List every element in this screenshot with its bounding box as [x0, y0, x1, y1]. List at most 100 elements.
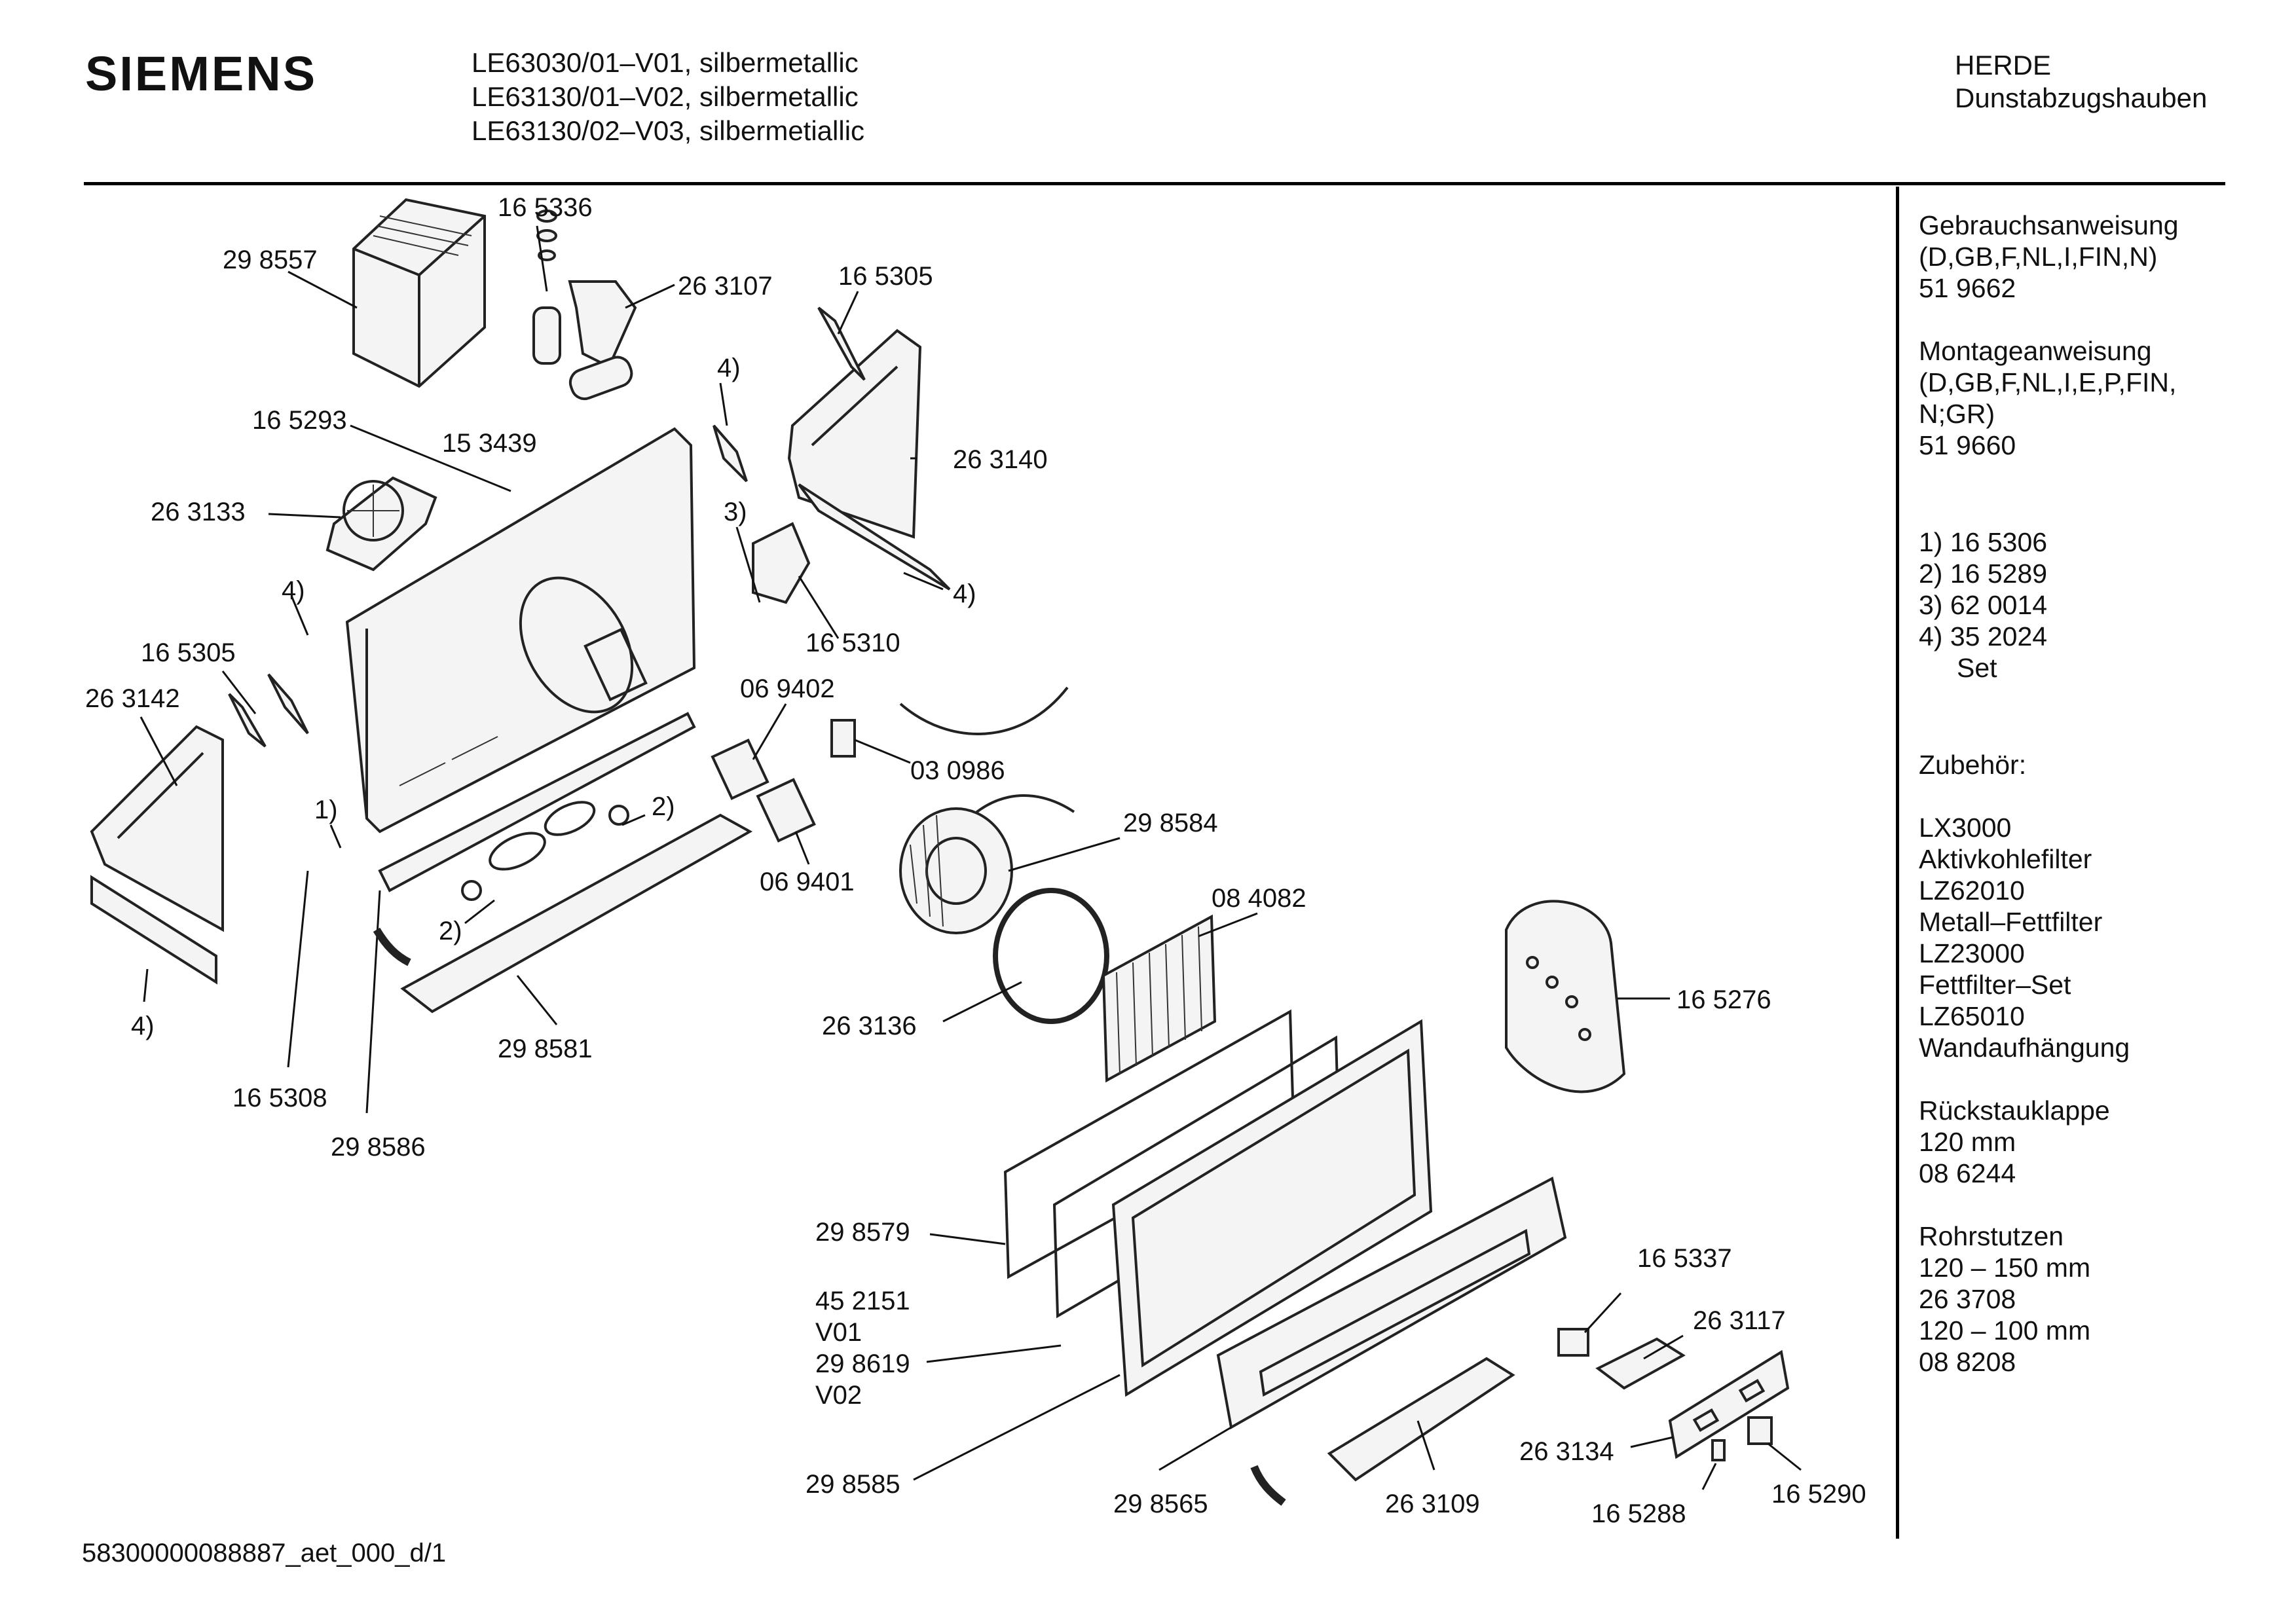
flap-title: Rückstauklappe	[1919, 1095, 2110, 1126]
sensor-part	[1557, 1328, 1589, 1357]
part-label: 29 8584	[1123, 809, 1218, 837]
accessory-item: LX3000	[1919, 813, 2012, 843]
part-labels: 29 8557 16 5336 26 3107 16 5305 16 5293 …	[85, 193, 1866, 1528]
mount-number: 51 9660	[1919, 430, 2016, 460]
part-label: 2)	[439, 917, 462, 945]
lamp-cover-tray-part	[400, 813, 753, 1014]
accessory-item: LZ62010	[1919, 875, 2025, 906]
accessories-title: Zubehör:	[1919, 750, 2027, 780]
part-label: 29 8557	[223, 246, 318, 274]
side-trim-left	[90, 875, 217, 985]
category-main: HERDE	[1955, 50, 2052, 81]
part-label: 06 9401	[760, 868, 855, 896]
grille-part	[1102, 914, 1217, 1083]
leader-lines	[139, 225, 1802, 1490]
side-arm-right	[787, 329, 922, 539]
part-label: 16 5308	[232, 1084, 327, 1112]
mount-languages: (D,GB,F,NL,I,E,P,FIN,	[1919, 367, 2177, 397]
accessories-block: Zubehör: LX3000 Aktivkohlefilter LZ62010…	[1919, 749, 2272, 1063]
model-line: LE63130/02–V03, silbermetiallic	[472, 115, 865, 146]
part-label: 16 5336	[498, 193, 593, 222]
part-label: 4)	[953, 579, 976, 608]
part-label: 4)	[131, 1012, 155, 1040]
model-list: LE63030/01–V01, silbermetallic LE63130/0…	[472, 46, 864, 148]
side-clip-left	[267, 673, 309, 735]
cylinder-part	[568, 356, 633, 401]
manual-number: 51 9662	[1919, 273, 2016, 303]
mounting-block: Montageanweisung (D,GB,F,NL,I,E,P,FIN, N…	[1919, 335, 2272, 461]
header-divider	[84, 182, 2225, 185]
flap-number: 08 6244	[1919, 1158, 2016, 1188]
motor-housing-part	[352, 198, 486, 388]
switch-board-part	[1595, 1337, 1686, 1390]
part-label: 4)	[282, 576, 305, 605]
side-arm-left	[90, 725, 224, 932]
arrow-icon	[373, 927, 411, 966]
reference-set: Set	[1957, 653, 1997, 683]
part-label: 45 2151	[815, 1287, 910, 1315]
clip-part	[713, 424, 748, 483]
pipe-block: Rohrstutzen 120 – 150 mm 26 3708 120 – 1…	[1919, 1220, 2272, 1378]
power-cable-part	[899, 686, 1069, 735]
model-line: LE63130/01–V02, silbermetallic	[472, 81, 859, 112]
part-label: 26 3140	[953, 445, 1048, 474]
exploded-parts-diagram: 29 8557 16 5336 26 3107 16 5305 16 5293 …	[85, 193, 1866, 1528]
pipe-size: 120 – 100 mm	[1919, 1315, 2091, 1346]
pipe-number: 26 3708	[1919, 1284, 2016, 1314]
circuit-board-part	[711, 738, 769, 801]
accessory-item: LZ23000	[1919, 938, 2025, 968]
button-part	[1711, 1439, 1726, 1461]
part-label: 16 5305	[141, 638, 236, 667]
grease-filter-part	[1111, 1019, 1433, 1397]
main-frame-part	[345, 427, 696, 833]
model-line: LE63030/01–V01, silbermetallic	[472, 47, 859, 78]
bracket-part	[568, 280, 637, 369]
switch-part	[1747, 1416, 1773, 1445]
reference-item: 3) 62 0014	[1919, 590, 2048, 620]
accessory-item: Aktivkohlefilter	[1919, 844, 2092, 874]
arrow-icon	[1250, 1465, 1286, 1506]
reference-block: 1) 16 5306 2) 16 5289 3) 62 0014 4) 35 2…	[1919, 526, 2272, 684]
mount-title: Montageanweisung	[1919, 336, 2152, 366]
part-label: V02	[815, 1381, 862, 1410]
accessory-item: Metall–Fettfilter	[1919, 907, 2103, 937]
transformer-part	[756, 778, 816, 843]
part-label: 16 5290	[1771, 1480, 1866, 1509]
reference-item: 2) 16 5289	[1919, 559, 2048, 589]
wall-mount-part	[1505, 900, 1626, 1093]
front-panel-part	[1216, 1177, 1567, 1430]
side-trim-right	[798, 483, 951, 591]
blower-wheel-part	[899, 807, 1013, 934]
document-id: 58300000088887_aet_000_d/1	[82, 1539, 447, 1567]
handle-part	[1327, 1357, 1515, 1482]
part-label: 26 3107	[678, 272, 773, 301]
part-label: 29 8579	[815, 1218, 910, 1247]
brand-logo: SIEMENS	[85, 46, 318, 101]
part-label: 08 4082	[1212, 884, 1306, 913]
fan-part	[325, 476, 437, 572]
lamp-rail-part	[378, 712, 696, 901]
reference-item: 4) 35 2024	[1919, 621, 2048, 651]
part-label: 3)	[724, 498, 747, 526]
flap-size: 120 mm	[1919, 1127, 2016, 1157]
side-clip-left-small	[228, 693, 267, 748]
accessory-item: Wandaufhängung	[1919, 1033, 2130, 1063]
sidebar-divider	[1896, 187, 1899, 1539]
part-label: 03 0986	[910, 756, 1005, 785]
part-label: 29 8581	[498, 1035, 593, 1063]
manual-block: Gebrauchsanweisung (D,GB,F,NL,I,FIN,N) 5…	[1919, 210, 2272, 304]
side-trim-right-small	[817, 306, 866, 381]
part-label: 29 8585	[805, 1470, 900, 1499]
category: HERDE Dunstabzugshauben	[1955, 49, 2207, 115]
part-label: 26 3109	[1385, 1490, 1480, 1518]
part-label: 29 8619	[815, 1349, 910, 1378]
part-label: 16 5337	[1637, 1244, 1732, 1273]
part-label: 4)	[717, 354, 741, 382]
pipe-number: 08 8208	[1919, 1347, 2016, 1377]
part-label: 1)	[314, 796, 338, 824]
part-label: 2)	[652, 792, 675, 821]
part-label: 26 3136	[822, 1012, 917, 1040]
part-label: 16 5310	[805, 629, 900, 657]
mount-languages: N;GR)	[1919, 399, 1995, 429]
part-label: 26 3142	[85, 684, 180, 713]
